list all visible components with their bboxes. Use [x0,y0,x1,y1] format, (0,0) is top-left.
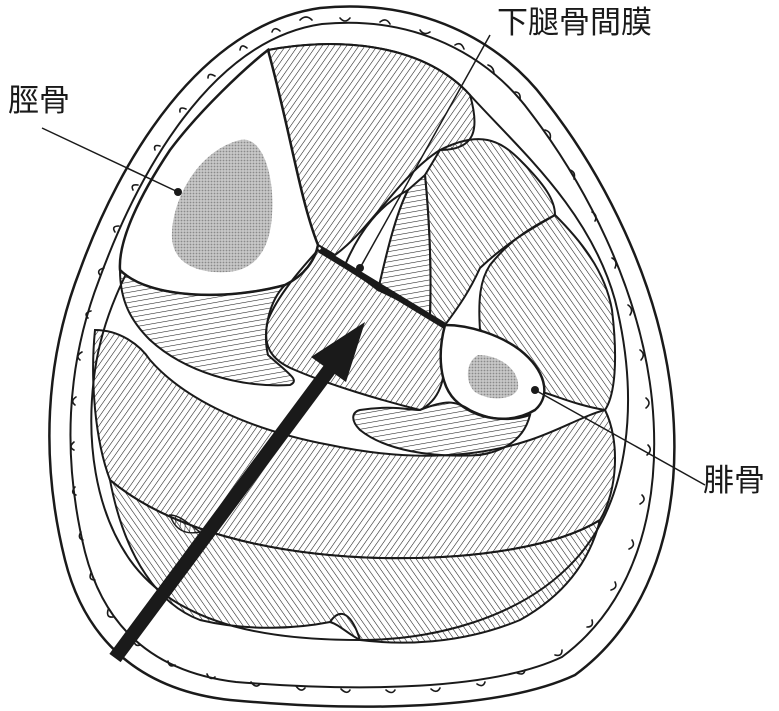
tibia-leader-line [41,127,179,193]
direction-arrow-shaft [109,357,341,663]
gastrocnemius-muscle [108,477,602,644]
fibula-leader-line [534,389,706,486]
membrane-leader-line [359,34,491,269]
fibula-leader-dot [531,386,539,394]
tibia-leader-dot [174,188,182,196]
subcutaneous-layer [69,21,656,689]
tibia-label: 脛骨 [8,83,70,119]
membrane-leader-dot [356,264,364,272]
fibula-label: 腓骨 [703,463,765,499]
fibula-marrow [467,355,519,399]
subcutaneous-squiggles [70,16,652,694]
interosseous-membrane-label: 下腿骨間膜 [497,5,652,41]
tibia-marrow [171,139,273,273]
direction-arrow-head [311,322,365,382]
gastrocnemius-divide [329,612,361,641]
interosseous-membrane-line [318,247,447,329]
flexor-digitorum [118,267,295,387]
flexor-hallucis [352,401,532,457]
